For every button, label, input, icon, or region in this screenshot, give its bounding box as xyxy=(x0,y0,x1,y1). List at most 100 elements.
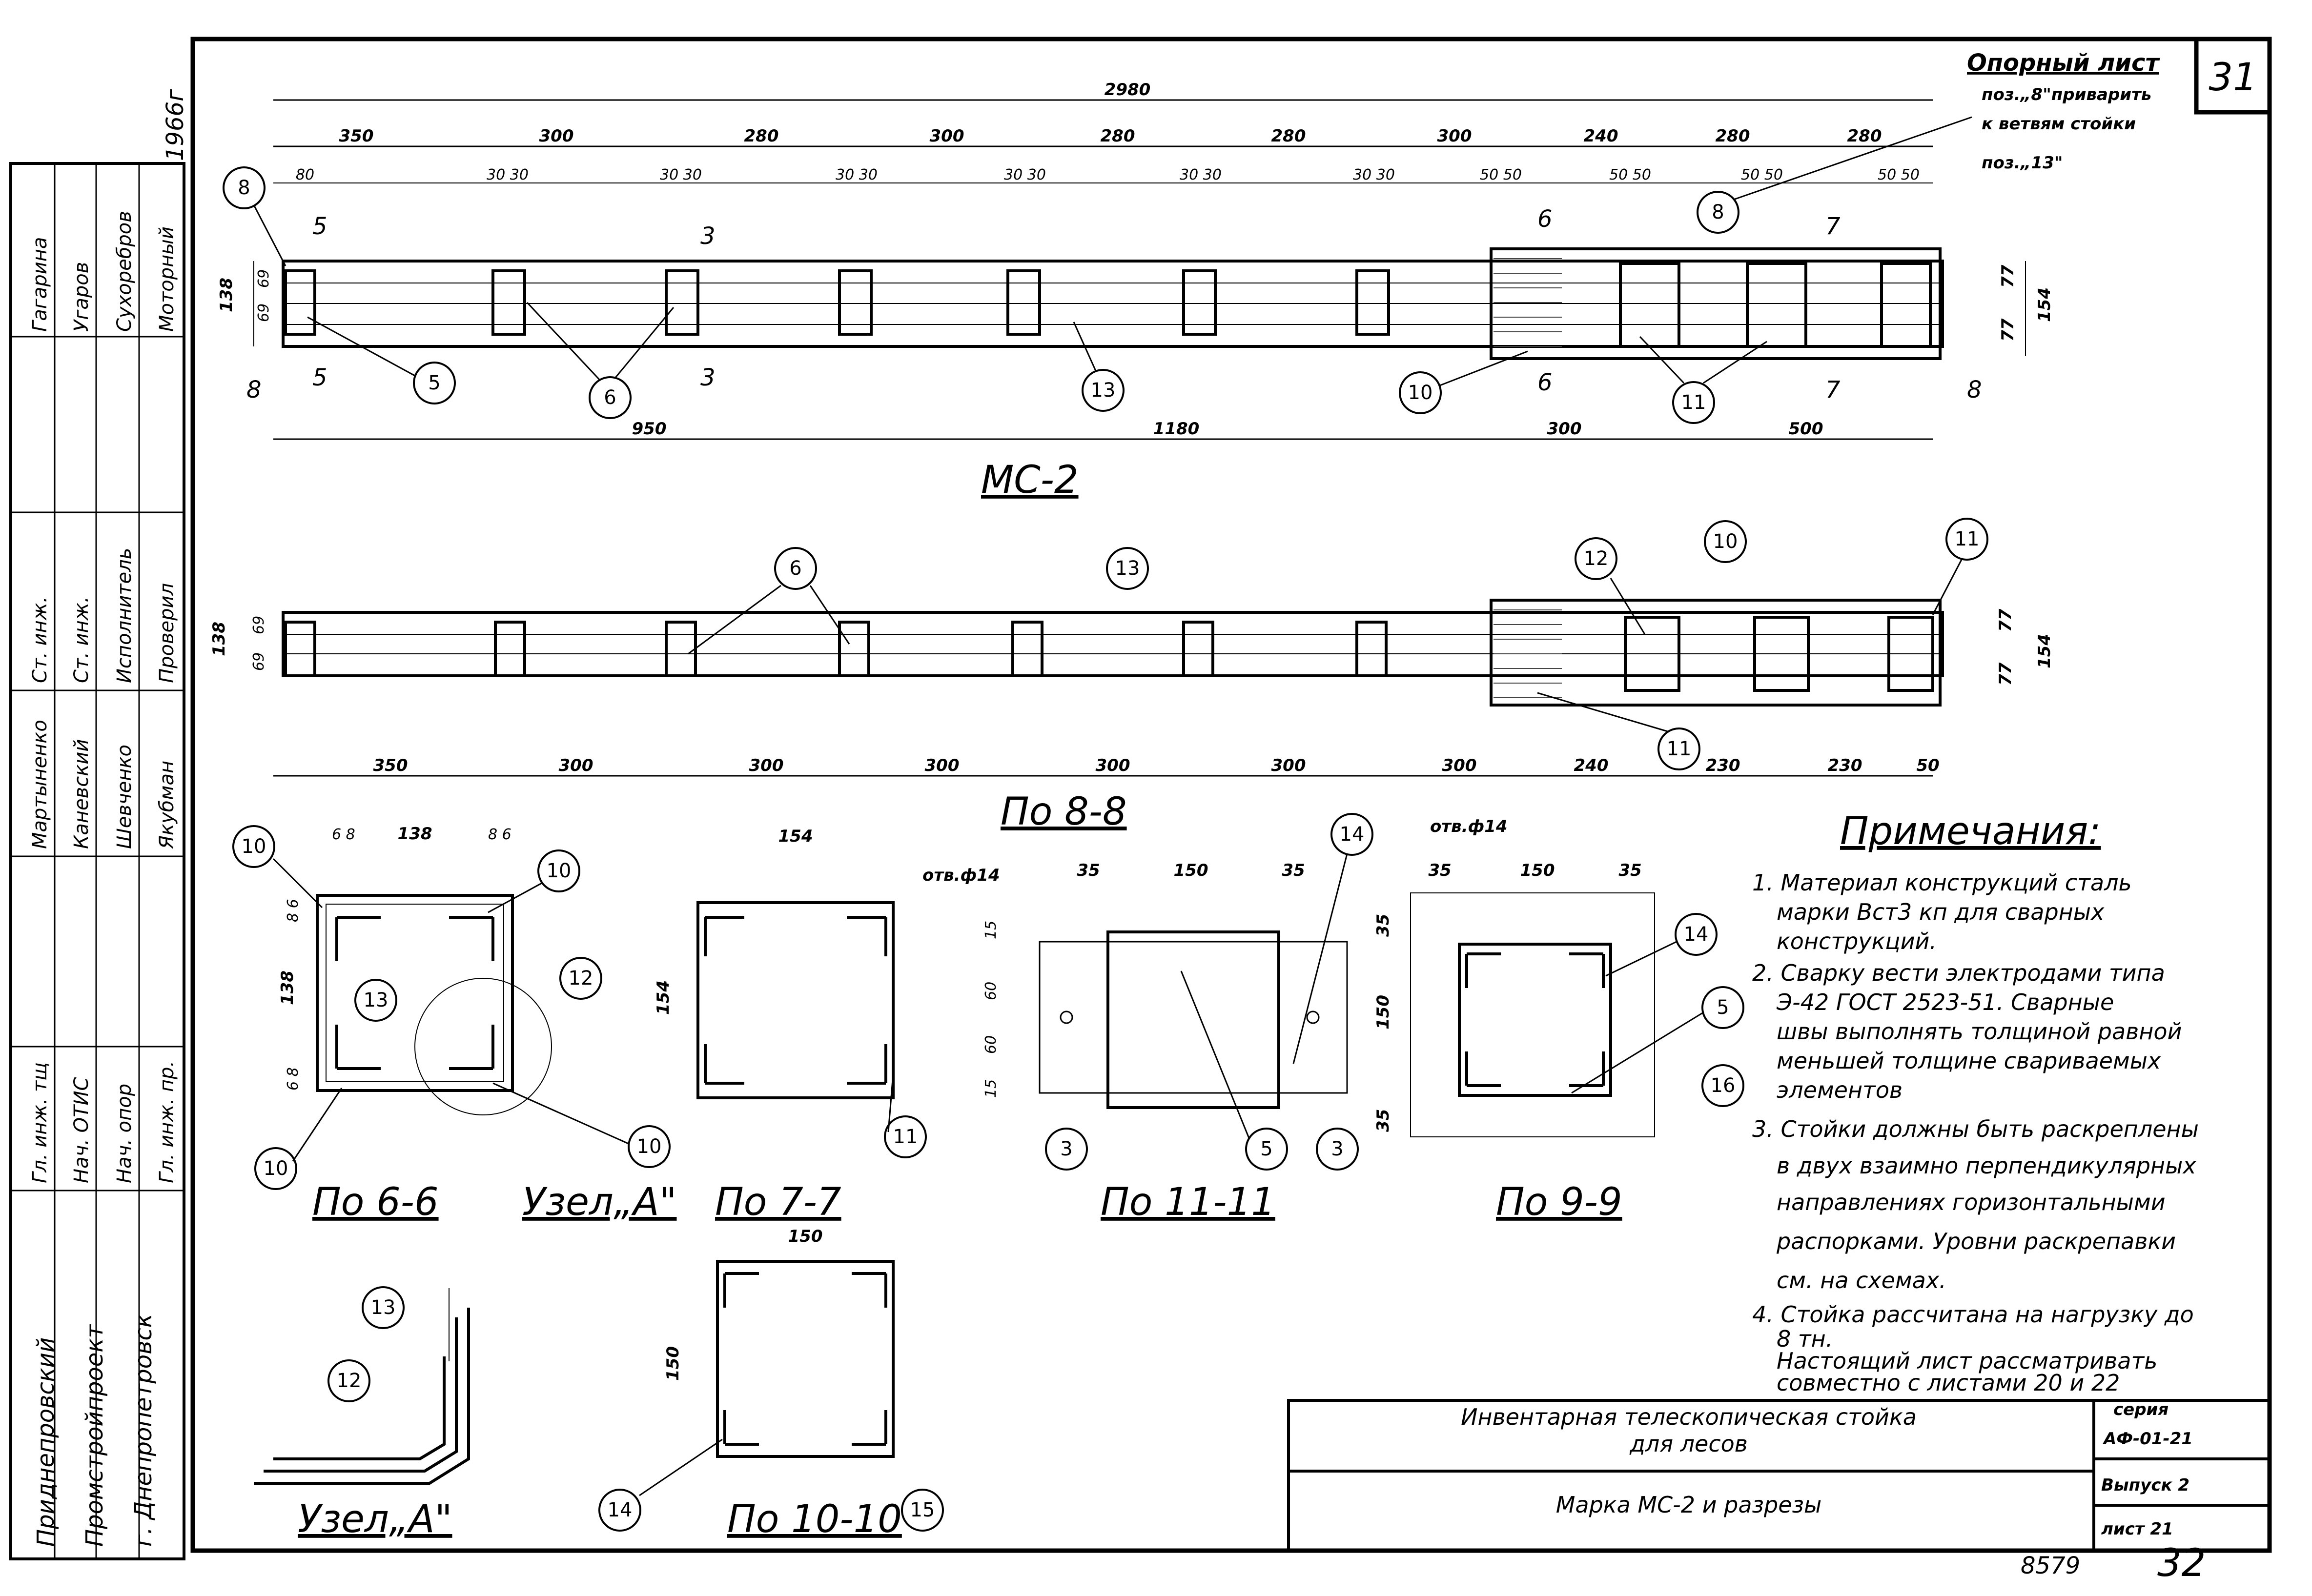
s1111-top-dim-2: 150 xyxy=(1174,861,1208,880)
stamp-role-4: Проверил xyxy=(156,583,178,683)
v88-dim-9: 230 xyxy=(1706,756,1740,775)
v88-dim-4: 300 xyxy=(925,756,960,775)
stamp-role-6: Нач. ОТИС xyxy=(70,1077,93,1183)
svg-text:6: 6 xyxy=(604,386,616,409)
mc2-small-6: 30 30 xyxy=(1180,166,1222,183)
node-a-label: Узел„А" xyxy=(522,1180,677,1224)
section-mark-7b: 7 xyxy=(1825,376,1841,404)
title-issue: Выпуск 2 xyxy=(2101,1475,2189,1495)
svg-text:16: 16 xyxy=(1711,1074,1736,1097)
s66-top-dim-2: 138 xyxy=(398,824,432,844)
mc2-right-dim-1: 77 xyxy=(1998,264,2018,288)
s66-top-dim-1: 6 8 xyxy=(332,826,355,843)
s77-left-dim: 154 xyxy=(654,980,673,1015)
svg-text:12: 12 xyxy=(569,967,593,990)
s1111-hole-1: отв.ф14 xyxy=(922,866,1000,885)
section-11-11: отв.ф14 отв.ф14 35 150 35 15 60 60 15 По… xyxy=(922,817,1508,1224)
note-line-1: 1. Материал конструкций сталь xyxy=(1752,869,2132,896)
mc2-dim-6: 280 xyxy=(1271,126,1306,146)
callout-12-c: 12 xyxy=(327,1359,370,1402)
section-7-7: 154 154 По 7-7 xyxy=(654,827,895,1224)
s66-left-dim-2: 138 xyxy=(278,970,297,1005)
mc2-left-dim-3: 69 xyxy=(255,303,272,322)
s1111-left-dim-2: 60 xyxy=(982,982,1000,1000)
callout-6-b: 6 xyxy=(774,547,817,590)
note-line-17: совместно с листами 20 и 22 xyxy=(1777,1370,2120,1396)
callout-3-b: 3 xyxy=(1316,1128,1359,1171)
s99-left-dim-2: 150 xyxy=(1373,995,1393,1030)
mc2-right-dim-4: 8 xyxy=(1967,376,1982,404)
stamp-name-3: Сухоребров xyxy=(113,211,136,332)
section-6-6-title: По 6-6 xyxy=(312,1180,439,1224)
s99-top-dim-1: 35 xyxy=(1428,861,1451,880)
svg-text:11: 11 xyxy=(1667,738,1692,760)
view88-title: По 8-8 xyxy=(1001,790,1127,834)
callout-10-d: 10 xyxy=(537,849,580,892)
note-line-6: швы выполнять толщиной равной xyxy=(1777,1018,2182,1045)
s99-left-dim-1: 35 xyxy=(1373,914,1393,937)
sheet-frame xyxy=(190,37,2272,1553)
svg-text:14: 14 xyxy=(1340,823,1365,846)
mc2-dim-5: 280 xyxy=(1101,126,1135,146)
title-name-line-1: Инвентарная телескопическая стойка xyxy=(1461,1404,1917,1430)
note-line-14: 4. Стойка рассчитана на нагрузку до xyxy=(1752,1301,2194,1328)
svg-text:10: 10 xyxy=(242,835,266,858)
notes-block: Примечания: 1. Материал конструкций стал… xyxy=(1752,809,2199,1396)
svg-text:8: 8 xyxy=(238,177,250,199)
section-mark-5a: 5 xyxy=(312,213,327,240)
s66-top-dim-3: 8 6 xyxy=(488,826,512,843)
svg-text:5: 5 xyxy=(428,372,440,394)
svg-text:8: 8 xyxy=(1712,201,1724,223)
left-stamp: Гагарина Угаров Сухоребров Моторный Ст. … xyxy=(9,89,189,1560)
v88-right-dim-3: 154 xyxy=(2035,634,2054,668)
top-note-line-1: Опорный лист xyxy=(1967,49,2160,77)
v88-left-dim-1: 138 xyxy=(209,622,229,656)
callout-5-b: 5 xyxy=(1245,1128,1288,1171)
callout-5-a: 5 xyxy=(413,362,456,404)
callout-16: 16 xyxy=(1701,1064,1744,1107)
mc2-bottom-dim-3: 300 xyxy=(1547,419,1582,439)
bottom-page-number: 32 xyxy=(2157,1541,2206,1585)
mc2-small-11: 50 50 xyxy=(1878,166,1920,183)
s77-top-dim: 154 xyxy=(778,827,813,846)
v88-dim-8: 240 xyxy=(1574,756,1609,775)
s66-left-dim-3: 6 8 xyxy=(285,1067,302,1091)
mc2-overall-dim: 2980 xyxy=(1105,80,1151,100)
svg-text:14: 14 xyxy=(1684,923,1709,946)
svg-text:13: 13 xyxy=(364,989,389,1011)
svg-text:10: 10 xyxy=(264,1157,288,1180)
mc2-right-dim-3: 154 xyxy=(2035,287,2054,322)
svg-text:12: 12 xyxy=(1584,547,1609,570)
notes-title: Примечания: xyxy=(1840,809,2101,853)
section-10-10-title: По 10-10 xyxy=(727,1497,902,1541)
callout-10-e: 10 xyxy=(254,1147,297,1190)
section-9-9-title: По 9-9 xyxy=(1496,1180,1622,1224)
section-mark-5b: 5 xyxy=(312,364,327,391)
callout-11-a: 11 xyxy=(1672,381,1715,424)
note-line-3: конструкций. xyxy=(1777,928,1937,954)
section-mark-6a: 6 xyxy=(1537,205,1553,233)
mc2-left-dim-2: 69 xyxy=(255,269,272,288)
svg-text:10: 10 xyxy=(1408,382,1433,404)
title-subtitle: Марка МС-2 и разрезы xyxy=(1556,1492,1822,1518)
callout-14-c: 14 xyxy=(598,1489,641,1532)
svg-text:5: 5 xyxy=(1260,1138,1272,1160)
svg-text:3: 3 xyxy=(1060,1138,1072,1160)
note-line-8: элементов xyxy=(1777,1077,1903,1103)
stamp-org-1: Приднепровский xyxy=(32,1337,60,1547)
s99-top-dim-3: 35 xyxy=(1618,861,1641,880)
mc2-dim-8: 240 xyxy=(1584,126,1618,146)
mc2-small-1: 80 xyxy=(296,166,314,183)
mc2-left-dim-4: 8 xyxy=(246,376,262,404)
section-7-7-title: По 7-7 xyxy=(715,1180,841,1224)
callout-11-c: 11 xyxy=(1657,727,1700,770)
v88-dim-11: 50 xyxy=(1916,756,1939,775)
stamp-name-5: Мартыненко xyxy=(29,720,51,849)
mc2-dim-1: 350 xyxy=(339,126,374,146)
callout-13-b: 13 xyxy=(1106,547,1149,590)
node-a-detail: Узел„А" xyxy=(254,1288,470,1541)
svg-text:3: 3 xyxy=(1331,1138,1343,1160)
section-mark-3a: 3 xyxy=(700,222,716,250)
s1111-hole-2: отв.ф14 xyxy=(1430,817,1508,836)
